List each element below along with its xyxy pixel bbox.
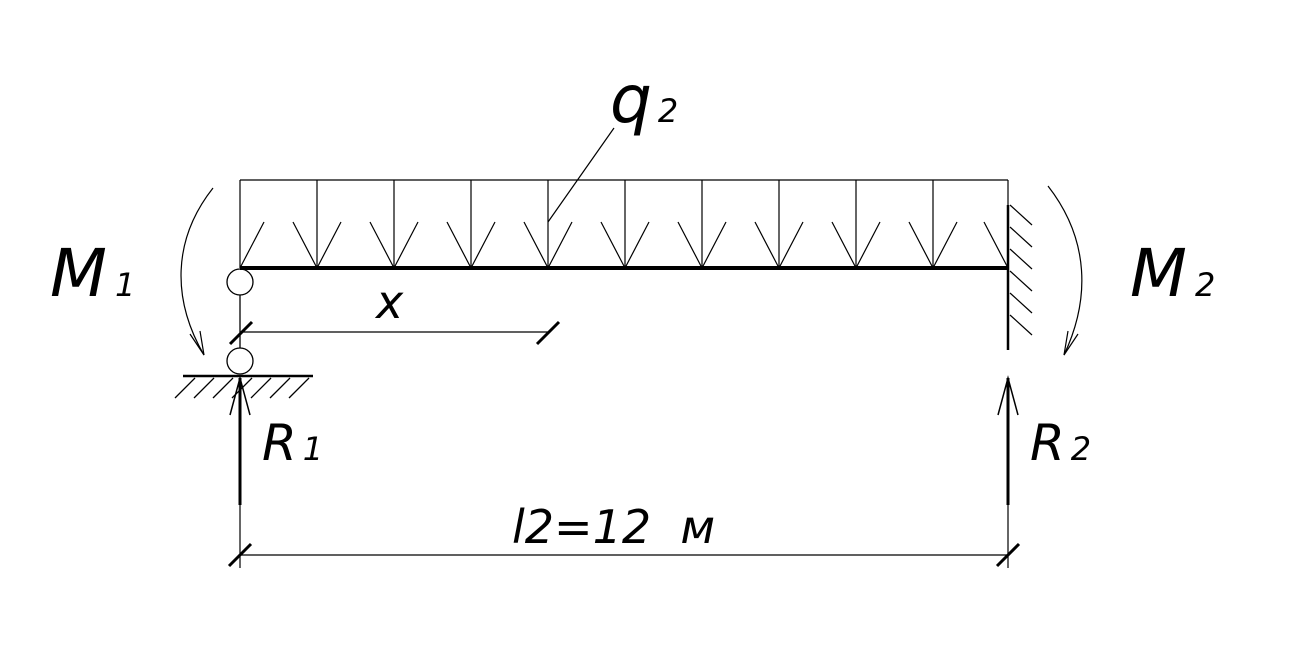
ground-hatching <box>174 377 310 399</box>
load-arrowhead-right <box>393 221 419 269</box>
ground-hatch-line <box>212 377 234 399</box>
load-arrowhead-left <box>369 221 395 269</box>
ground-hatch-line <box>250 377 272 399</box>
ground-hatch-line <box>288 377 310 399</box>
load-arrowhead-left <box>523 221 549 269</box>
moment-left-arrow <box>180 187 214 356</box>
load-arrowhead-left <box>754 221 780 269</box>
load-arrowhead-right <box>932 221 958 269</box>
wall-hatch-line <box>1009 248 1033 270</box>
right-fixed-support <box>1006 204 1033 350</box>
ground-hatch-line <box>269 377 291 399</box>
ground-hatch-line <box>174 377 196 399</box>
coordinate-label: x <box>374 275 404 329</box>
load-arrowhead-right <box>701 221 727 269</box>
load-leader-line <box>547 127 615 223</box>
load-arrowhead-left <box>983 221 1009 269</box>
wall-hatch-line <box>1009 204 1033 226</box>
load-arrowhead-left <box>292 221 318 269</box>
wall-hatching <box>1009 204 1033 336</box>
load-arrowhead-left <box>600 221 626 269</box>
x-dim-tick-left <box>228 320 254 346</box>
wall-hatch-line <box>1009 314 1033 336</box>
load-arrowhead-left <box>831 221 857 269</box>
span-dimension <box>227 505 1021 568</box>
load-arrows <box>239 180 1009 269</box>
span-label: l2=12 м <box>512 500 715 554</box>
load-arrowhead-right <box>316 221 342 269</box>
wall-hatch-line <box>1009 292 1033 314</box>
load-arrowhead-right <box>778 221 804 269</box>
left-pin-support <box>174 268 313 399</box>
wall-hatch-line <box>1009 270 1033 292</box>
load-arrowhead-left <box>677 221 703 269</box>
load-arrowhead-right <box>470 221 496 269</box>
load-arrowhead-right <box>547 221 573 269</box>
support-hinge-top <box>226 268 254 296</box>
ground-hatch-line <box>193 377 215 399</box>
load-arrowhead-left <box>908 221 934 269</box>
load-arrowhead-left <box>446 221 472 269</box>
moment-right-arrow <box>1047 185 1083 356</box>
x-dim-tick-right <box>535 320 561 346</box>
reaction-right-arrow <box>997 375 1019 505</box>
reaction-left-arrow <box>229 375 251 505</box>
wall-hatch-line <box>1009 226 1033 248</box>
distributed-load <box>239 179 1009 269</box>
load-arrowhead-right <box>239 221 265 269</box>
span-tick-right <box>995 542 1021 568</box>
support-hinge-bottom <box>226 347 254 375</box>
load-arrowhead-right <box>855 221 881 269</box>
load-arrowhead-right <box>624 221 650 269</box>
x-dimension <box>228 320 561 346</box>
span-tick-left <box>227 542 253 568</box>
